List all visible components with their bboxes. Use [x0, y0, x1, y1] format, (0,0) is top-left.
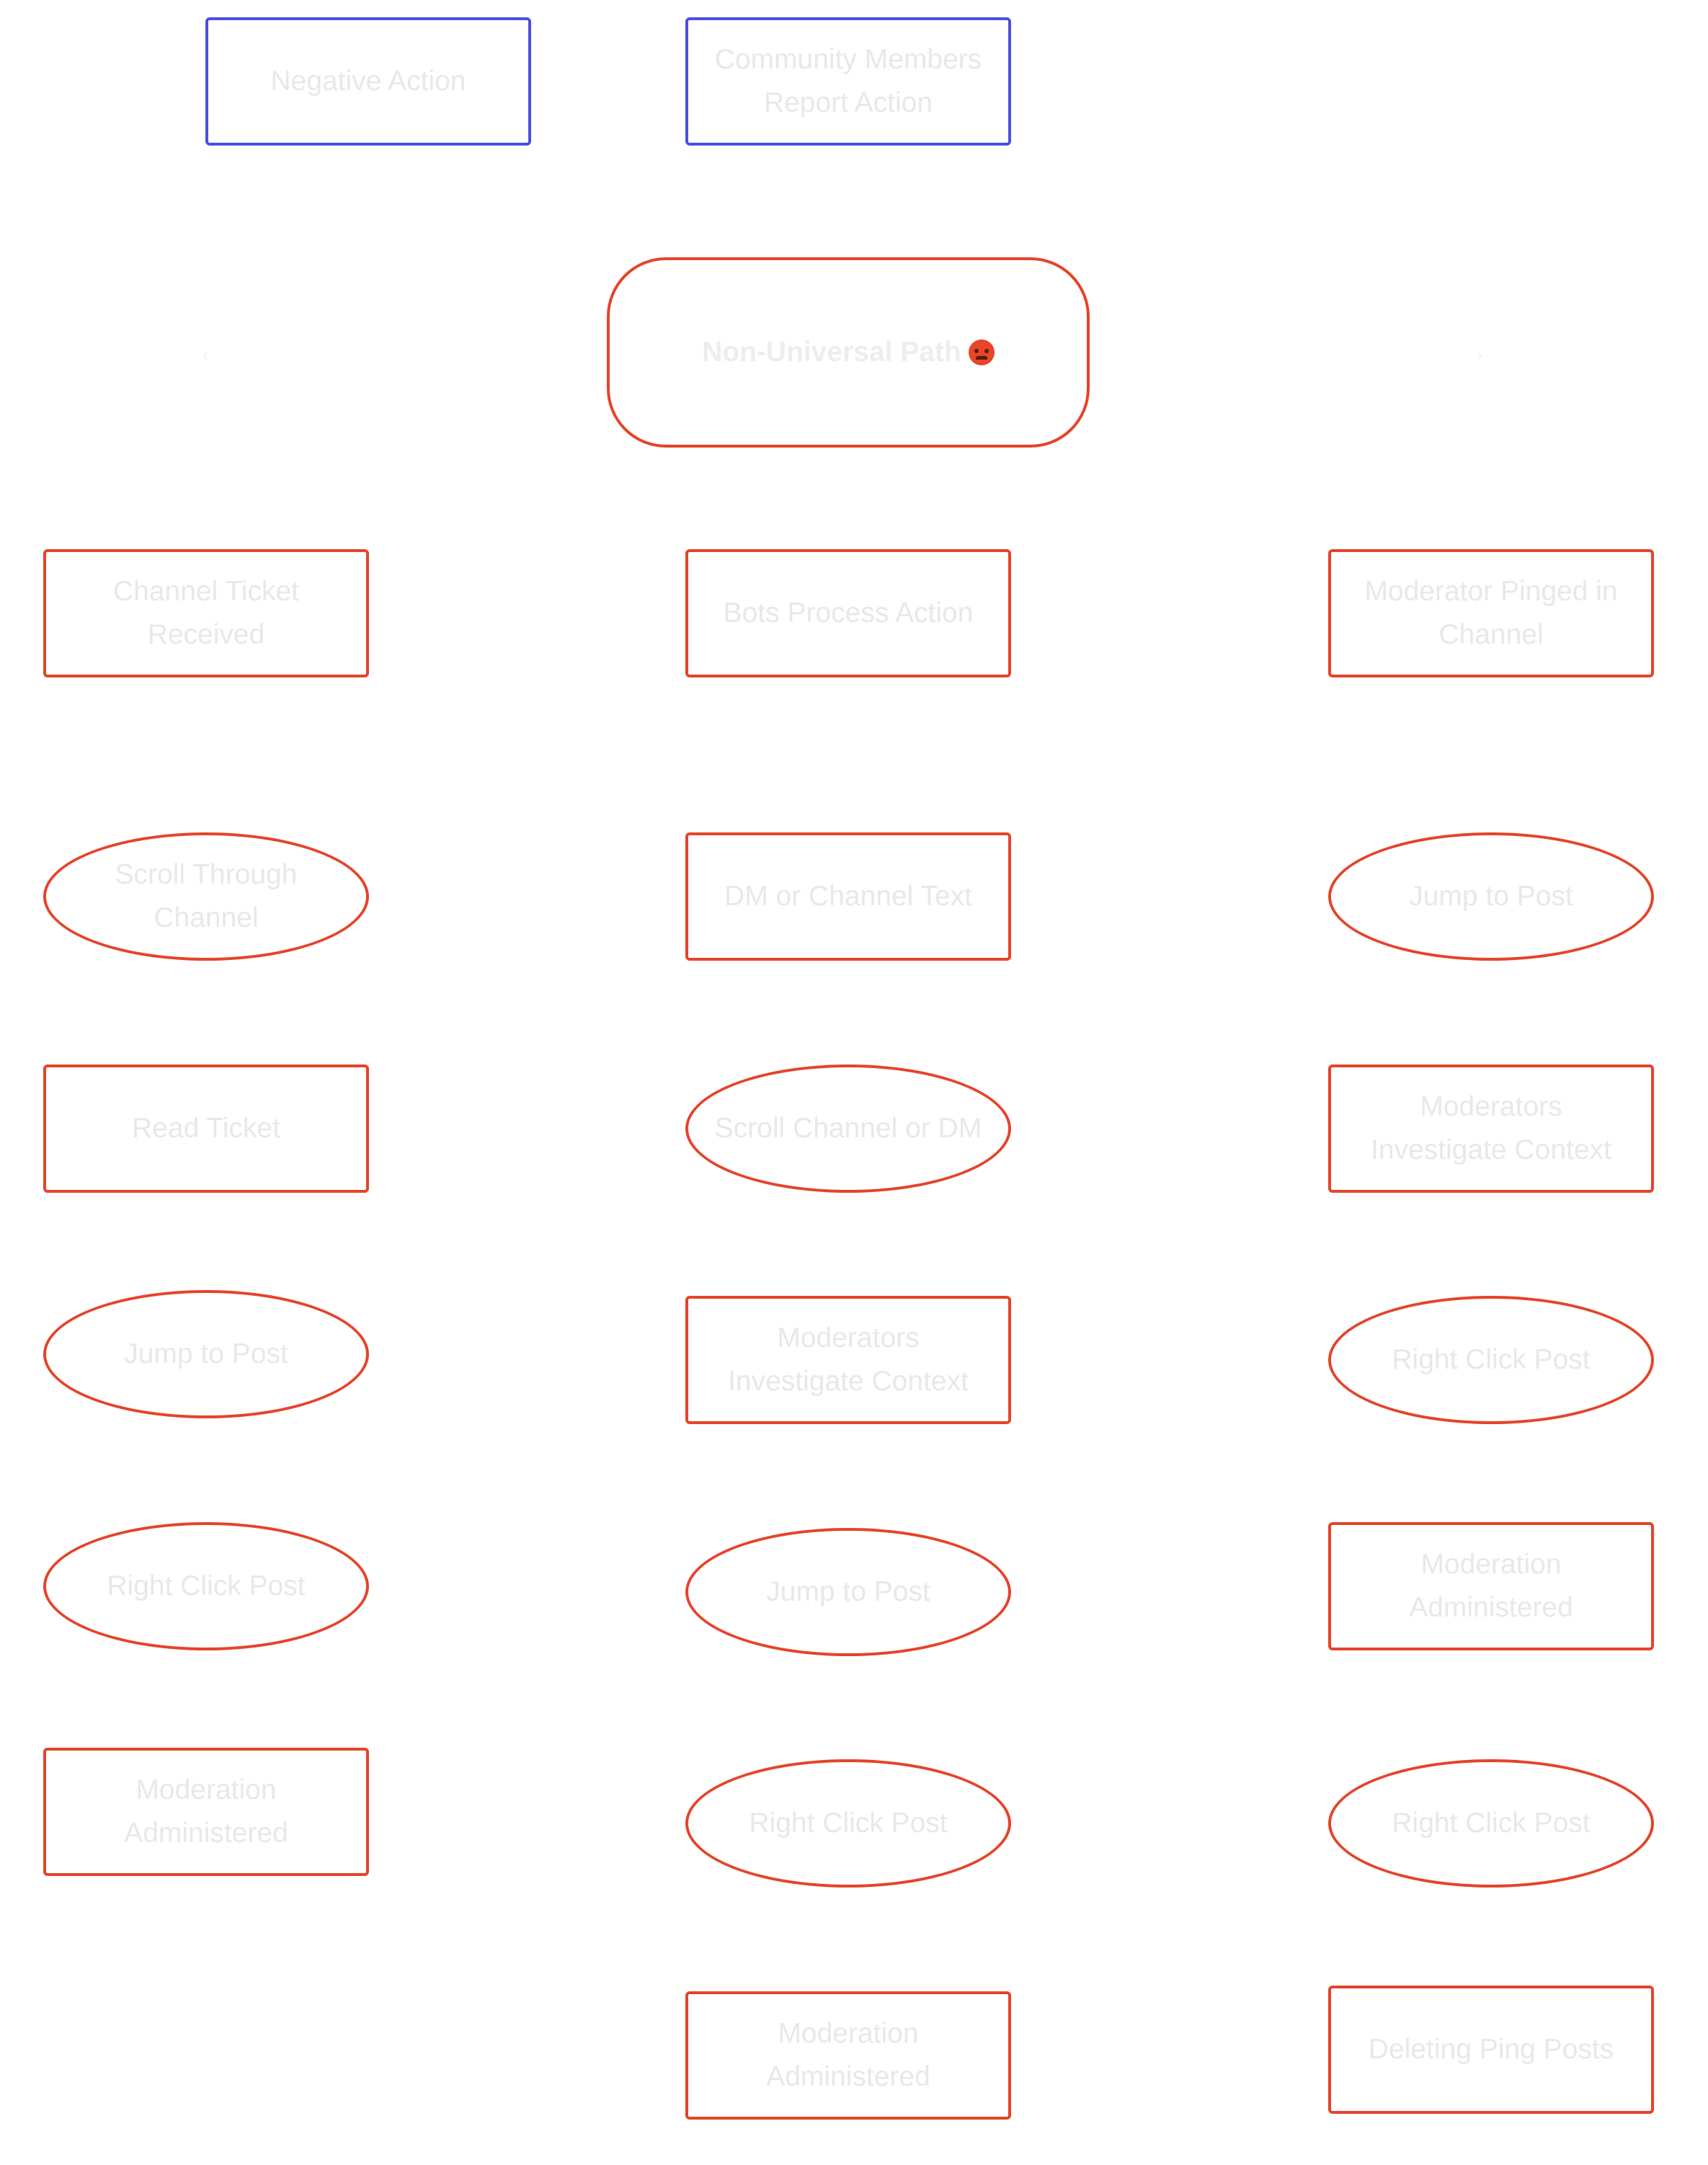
node-label: DM or Channel Text [724, 881, 972, 912]
node-label: Right Click Post [1392, 1344, 1591, 1375]
node-label: Channel Ticket Received [113, 576, 299, 650]
node-label: Scroll Channel or DM [714, 1113, 982, 1144]
middle-moderation-administered-node: Moderation Administered [685, 1991, 1011, 2120]
node-label: Jump to Post [124, 1338, 288, 1369]
node-label: Moderation Administered [1409, 1549, 1573, 1623]
right-investigate-context-node: Moderators Investigate Context [1328, 1064, 1654, 1193]
non-universal-path-label: Non-Universal Path [702, 337, 961, 368]
node-label: Right Click Post [1392, 1808, 1591, 1839]
node-label: Moderators Investigate Context [1371, 1091, 1611, 1165]
left-jump-to-post-node: Jump to Post [43, 1290, 369, 1418]
right-right-click-post-node-1: Right Click Post [1328, 1296, 1654, 1424]
right-jump-to-post-node: Jump to Post [1328, 832, 1654, 961]
right-moderation-administered-node: Moderation Administered [1328, 1522, 1654, 1650]
node-label: Jump to Post [766, 1576, 930, 1607]
node-label: Read Ticket [132, 1113, 280, 1144]
middle-right-click-post-node: Right Click Post [685, 1759, 1011, 1888]
community-report-label: Community Members Report Action [714, 44, 982, 118]
dm-or-channel-text-node: DM or Channel Text [685, 832, 1011, 961]
node-label: Deleting Ping Posts [1368, 2034, 1614, 2065]
right-right-click-post-node-2: Right Click Post [1328, 1759, 1654, 1888]
read-ticket-node: Read Ticket [43, 1064, 369, 1193]
scroll-through-channel-node: Scroll Through Channel [43, 832, 369, 961]
node-label: Moderation Administered [124, 1774, 288, 1849]
deleting-ping-posts-node: Deleting Ping Posts [1328, 1986, 1654, 2114]
angry-face-icon [968, 339, 995, 365]
node-label: Right Click Post [107, 1570, 306, 1601]
left-right-click-post-node: Right Click Post [43, 1522, 369, 1650]
node-label: Moderator Pinged in Channel [1364, 576, 1618, 650]
bots-process-action-node: Bots Process Action [685, 549, 1011, 677]
negative-action-node: Negative Action [205, 17, 531, 146]
scroll-channel-or-dm-node: Scroll Channel or DM [685, 1064, 1011, 1193]
chevron-right-icon: › [1476, 344, 1484, 366]
node-label: Jump to Post [1409, 881, 1573, 912]
community-report-node: Community Members Report Action [685, 17, 1011, 146]
chevron-left-icon: ‹ [202, 344, 210, 366]
moderator-pinged-node: Moderator Pinged in Channel [1328, 549, 1654, 677]
node-label: Moderators Investigate Context [728, 1322, 969, 1397]
negative-action-label: Negative Action [270, 66, 466, 97]
middle-investigate-context-node: Moderators Investigate Context [685, 1296, 1011, 1424]
middle-jump-to-post-node: Jump to Post [685, 1528, 1011, 1656]
node-label: Right Click Post [749, 1808, 948, 1839]
node-label: Moderation Administered [766, 2018, 930, 2092]
node-label: Bots Process Action [723, 597, 974, 628]
node-label: Scroll Through Channel [115, 859, 298, 933]
left-moderation-administered-node: Moderation Administered [43, 1748, 369, 1876]
non-universal-path-node: Non-Universal Path [607, 257, 1090, 448]
channel-ticket-received-node: Channel Ticket Received [43, 549, 369, 677]
